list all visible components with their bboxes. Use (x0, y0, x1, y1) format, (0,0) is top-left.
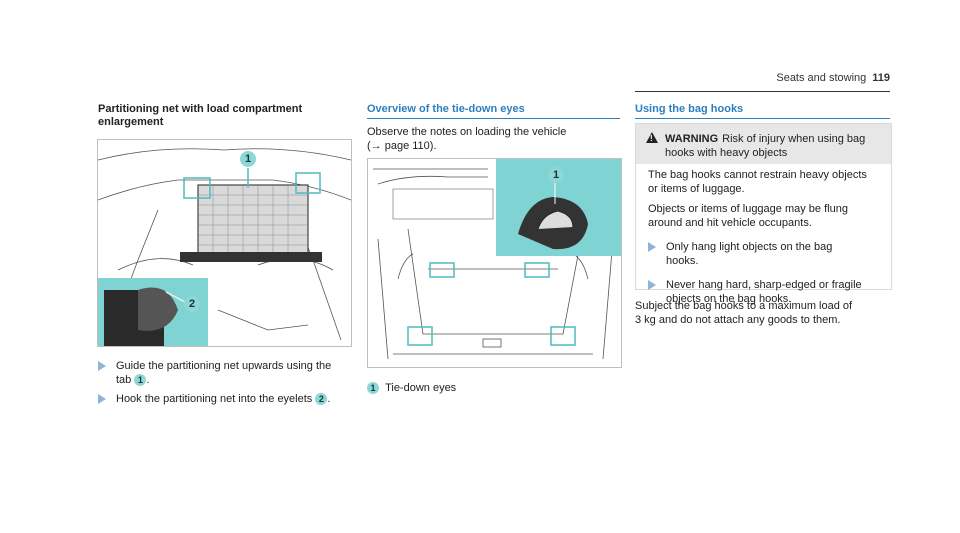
text-line: Only hang light objects on the bag (666, 241, 833, 253)
warning-label: WARNING (665, 133, 719, 145)
legend-callout: 1 (367, 382, 379, 395)
warning-step: Never hang hard, sharp-edged or fragile o… (648, 278, 883, 308)
max-load-note: Subject the bag hooks to a maximum load … (635, 299, 895, 327)
figure-legend: 1 Tie-down eyes (367, 382, 457, 395)
legend-text: Tie-down eyes (385, 382, 457, 394)
heading-line: Partitioning net with load compartment (98, 103, 303, 115)
page-header: Seats and stowing 119 (776, 72, 890, 84)
trunk-drawing (373, 159, 621, 360)
warning-paragraph: Objects or items of luggage may be flung… (648, 202, 883, 230)
step-hook-net: Hook the partitioning net into the eyele… (98, 392, 358, 408)
warning-body: The bag hooks cannot restrain heavy obje… (648, 168, 883, 308)
step-bullet-icon (648, 280, 656, 290)
step-guide-net: Guide the partitioning net upwards using… (98, 359, 358, 389)
section-name: Seats and stowing (776, 72, 867, 84)
callout-1-ref: 1 (134, 374, 147, 387)
warning-paragraph: The bag hooks cannot restrain heavy obje… (648, 168, 883, 196)
text-line: Subject the bag hooks to a maximum load … (635, 300, 853, 312)
tie-down-eyes-illustration: 1 (367, 158, 622, 368)
page-number: 119 (872, 72, 890, 84)
warning-step: Only hang light objects on the bag hooks. (648, 240, 883, 274)
section-divider (367, 118, 620, 119)
callout-1: 1 (548, 167, 564, 183)
warning-icon: ! (646, 132, 658, 143)
partitioning-net-illustration: 1 2 (97, 139, 352, 347)
bag-hooks-heading: Using the bag hooks (635, 103, 744, 115)
header-divider (635, 91, 890, 92)
text-line: Never hang hard, sharp-edged or fragile (666, 279, 862, 291)
callout-2: 2 (184, 296, 200, 312)
text-line: The bag hooks cannot restrain heavy obje… (648, 169, 867, 181)
step-bullet-icon (98, 394, 106, 404)
step-line: tab (116, 374, 132, 386)
section-divider (635, 118, 890, 119)
callout-2-ref: 2 (315, 393, 328, 406)
step-bullet-icon (648, 242, 656, 252)
step-text: Guide the partitioning net upwards using… (116, 359, 331, 387)
text-line: around and hit vehicle occupants. (648, 217, 812, 229)
heading-line: enlargement (98, 116, 164, 128)
warning-title-text: Risk of injury when using bag (722, 133, 866, 145)
warning-title-text: hooks with heavy objects (665, 147, 788, 159)
text-line: Objects or items of luggage may be flung (648, 203, 848, 215)
cargo-net-drawing (98, 148, 351, 346)
step-text: Never hang hard, sharp-edged or fragile o… (666, 278, 862, 306)
tie-down-eyes-heading: Overview of the tie-down eyes (367, 103, 525, 115)
step-punct: . (146, 374, 150, 386)
callout-1: 1 (240, 151, 256, 167)
text-line: or items of luggage. (648, 183, 745, 195)
step-text: Hook the partitioning net into the eyele… (116, 392, 330, 406)
step-bullet-icon (98, 361, 106, 371)
step-text: Only hang light objects on the bag hooks. (666, 240, 832, 268)
note-line[interactable]: (→ page 110). (367, 140, 437, 152)
step-line: Hook the partitioning net into the eyele… (116, 393, 313, 405)
note-line: Observe the notes on loading the vehicle (367, 126, 567, 138)
text-line: 3 kg and do not attach any goods to them… (635, 314, 841, 326)
step-line: Guide the partitioning net upwards using… (116, 360, 332, 372)
loading-note: Observe the notes on loading the vehicle… (367, 125, 566, 153)
text-line: objects on the bag hooks. (666, 293, 792, 305)
partitioning-net-heading: Partitioning net with load compartment e… (98, 103, 348, 129)
step-punct: . (327, 393, 331, 405)
text-line: hooks. (666, 255, 699, 267)
